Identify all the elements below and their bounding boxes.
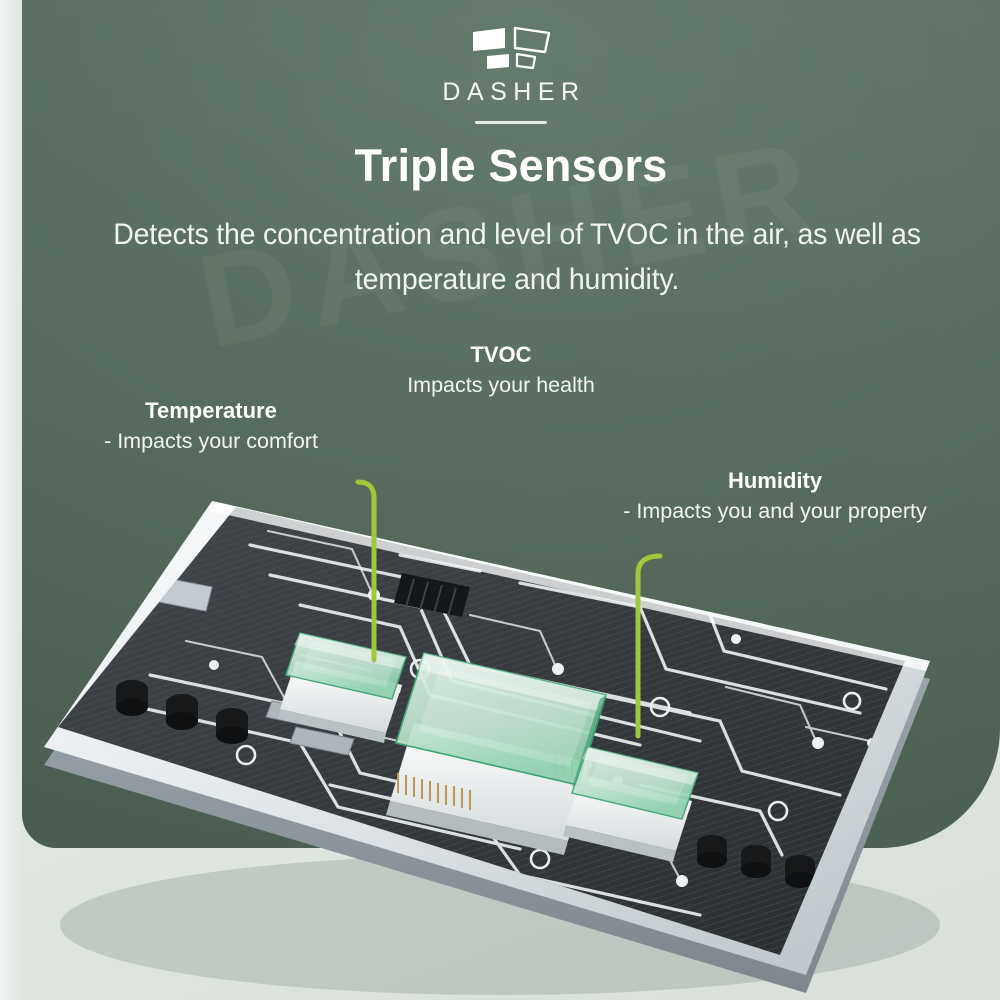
product-image — [0, 455, 1000, 1000]
callout-temperature-title: Temperature — [145, 398, 277, 423]
callout-humidity: Humidity - Impacts you and your property — [566, 468, 984, 524]
page-title: Triple Sensors — [354, 140, 668, 191]
callout-temperature: Temperature - Impacts your comfort — [46, 398, 376, 454]
callout-tvoc-desc: Impacts your health — [407, 372, 595, 397]
tvoc-sensor-chip — [386, 652, 608, 855]
temperature-sensor-chip — [278, 632, 407, 743]
brand-wordmark: DASHER — [442, 78, 586, 106]
callout-temperature-desc: - Impacts your comfort — [104, 428, 318, 453]
callout-humidity-title: Humidity — [727, 468, 823, 493]
brand-logo: DASHER — [22, 22, 1000, 124]
callout-humidity-desc: - Impacts you and your property — [623, 498, 927, 523]
callout-tvoc: TVOC Impacts your health — [356, 342, 646, 398]
page-subtitle: Detects the concentration and level of T… — [113, 218, 921, 296]
page-background-left-edge — [0, 0, 24, 1000]
circuit-board-illustration — [44, 501, 940, 995]
dasher-logo-icon — [473, 26, 551, 70]
humidity-sensor-chip — [563, 746, 699, 862]
callout-tvoc-title: TVOC — [470, 342, 532, 367]
logo-divider — [475, 121, 547, 124]
